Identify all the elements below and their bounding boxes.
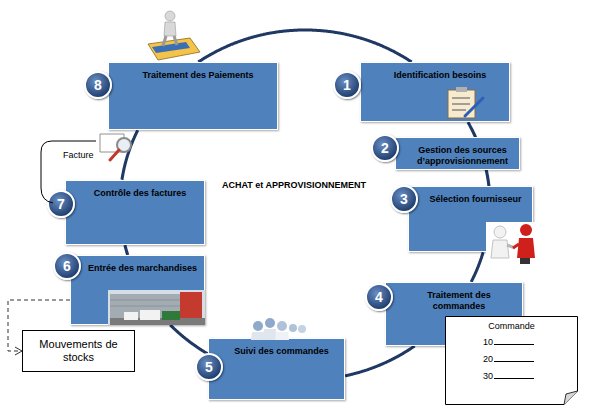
handshake-icon: [520, 258, 530, 264]
callout-number: 5: [195, 353, 223, 381]
box-title: Entrée des marchandises: [71, 256, 204, 274]
order-document: Commande 10 20 30: [445, 316, 578, 405]
line-number: 20: [483, 354, 493, 364]
box-title: Sélection fournisseur: [409, 187, 532, 205]
invoice-icon: [110, 150, 119, 160]
box-title: Contrôle des factures: [66, 181, 204, 199]
cycle-ring-segment: [170, 325, 207, 354]
box-title: Traitement des Paiements: [109, 63, 277, 81]
payment-icon: [165, 11, 175, 21]
cycle-ring-segment: [486, 170, 489, 186]
callout-number: 4: [365, 283, 393, 311]
order-line: 30: [445, 369, 578, 386]
blank-line: [494, 335, 534, 345]
order-line: 10: [445, 335, 578, 352]
payment-icon: [163, 36, 166, 46]
team-icon: [251, 318, 306, 340]
payment-icon: [152, 42, 190, 53]
payment-icon: [148, 11, 200, 60]
team-icon: [277, 321, 287, 331]
callout-number: 6: [53, 252, 81, 280]
process-box: 5Suivi des commandes: [208, 338, 345, 400]
payment-icon: [164, 22, 176, 36]
payment-icon: [148, 38, 200, 60]
invoice-icon: [117, 138, 131, 152]
process-box: 6Entrée des marchandises: [70, 255, 205, 325]
cycle-ring-segment: [345, 346, 415, 376]
box-text: Mouvements de stocks: [33, 338, 124, 364]
callout-number: 3: [390, 185, 418, 213]
payment-icon: [174, 36, 177, 45]
process-box: 7Contrôle des factures: [65, 180, 205, 245]
callout-number: 7: [47, 190, 75, 218]
callout-number: 2: [371, 134, 399, 162]
invoice-icon: [100, 134, 131, 160]
document-outline: [446, 317, 578, 405]
process-box: 3Sélection fournisseur: [408, 186, 533, 252]
document-title: Commande: [445, 316, 578, 331]
box-title: Identification besoins: [361, 63, 509, 81]
order-line: 20: [445, 352, 578, 369]
box-title: Suivi des commandes: [209, 339, 344, 357]
output-box: Mouvements de stocks: [22, 330, 135, 372]
cycle-ring-segment: [125, 245, 128, 255]
page-fold: [564, 391, 578, 405]
cycle-ring-segment: [468, 122, 476, 137]
callout-number: 8: [84, 71, 112, 99]
team-icon: [253, 321, 263, 331]
process-box: 2Gestion des sources d’approvisionnement: [395, 137, 520, 170]
annotation-label: Facture: [63, 150, 94, 160]
cycle-ring-segment: [198, 30, 411, 62]
team-icon: [265, 318, 275, 328]
cycle-ring-segment: [471, 252, 483, 282]
box-title: Gestion des sources d’approvisionnement: [396, 138, 519, 167]
team-icon: [289, 324, 297, 332]
line-number: 10: [483, 337, 493, 347]
cycle-ring-segment: [122, 130, 138, 180]
invoice-icon: [100, 134, 124, 152]
process-box: 1Identification besoins: [360, 62, 510, 122]
diagram-title: ACHAT et APPROVISIONNEMENT: [222, 180, 366, 190]
process-box: 8Traitement des Paiements: [108, 62, 278, 130]
team-icon: [298, 325, 306, 333]
blank-line: [494, 369, 534, 379]
box-title: Traitement des commandes: [386, 283, 522, 312]
blank-line: [494, 352, 534, 362]
callout-number: 1: [333, 71, 361, 99]
line-number: 30: [483, 371, 493, 381]
